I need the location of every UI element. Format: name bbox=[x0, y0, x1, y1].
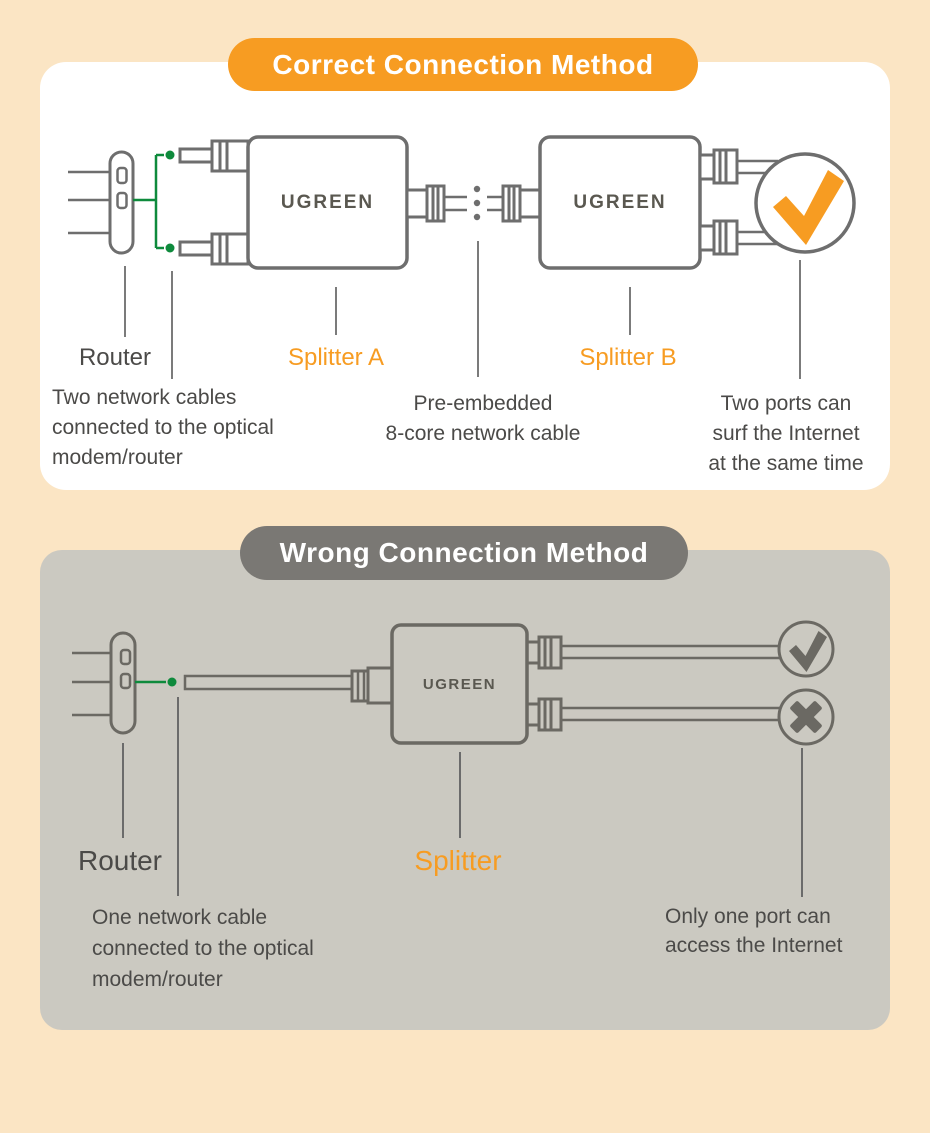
success-badge bbox=[754, 152, 856, 254]
splitter-output-cables bbox=[525, 635, 785, 732]
splitter-label: Splitter bbox=[414, 845, 502, 876]
allowed-port-badge bbox=[777, 620, 835, 678]
check-icon bbox=[789, 631, 827, 672]
wrong-method-panel bbox=[40, 550, 890, 1030]
x-icon bbox=[790, 701, 822, 733]
pre-embedded-cable bbox=[405, 184, 542, 223]
check-icon bbox=[773, 170, 844, 245]
correct-router-illustration bbox=[68, 150, 135, 255]
splitter-b-brand: UGREEN bbox=[573, 191, 667, 213]
two-ports-annotation: Two ports can surf the Internet at the s… bbox=[708, 392, 864, 475]
correct-router-annotation: Two network cables connected to the opti… bbox=[52, 386, 274, 469]
splitter-brand: UGREEN bbox=[422, 675, 497, 693]
correct-method-title: Correct Connection Method bbox=[228, 38, 698, 91]
splitter-b-label: Splitter B bbox=[579, 344, 677, 371]
wrong-router-annotation: One network cable connected to the optic… bbox=[92, 906, 314, 991]
splitter-b-output-plugs bbox=[698, 148, 778, 256]
wrong-method-title: Wrong Connection Method bbox=[240, 526, 688, 580]
blocked-port-badge bbox=[777, 688, 835, 746]
wrong-router-label: Router bbox=[77, 845, 163, 876]
wrong-leader-lines bbox=[122, 697, 803, 897]
cable-annotation: Pre-embedded 8-core network cable bbox=[385, 392, 581, 445]
green-cable-single bbox=[135, 677, 177, 687]
splitter-box bbox=[390, 623, 529, 745]
wrong-router-illustration bbox=[72, 631, 137, 735]
splitter-a-input-plugs bbox=[178, 139, 250, 266]
splitter-a-brand: UGREEN bbox=[280, 191, 375, 213]
splitter-a-label: Splitter A bbox=[287, 344, 385, 371]
correct-method-panel bbox=[40, 62, 890, 490]
correct-router-label: Router bbox=[78, 344, 152, 371]
single-network-cable bbox=[183, 666, 394, 705]
one-port-annotation: Only one port can access the Internet bbox=[665, 905, 843, 957]
green-cable-pair bbox=[133, 150, 175, 253]
splitter-b-box bbox=[538, 135, 702, 270]
correct-leader-lines bbox=[124, 241, 801, 379]
